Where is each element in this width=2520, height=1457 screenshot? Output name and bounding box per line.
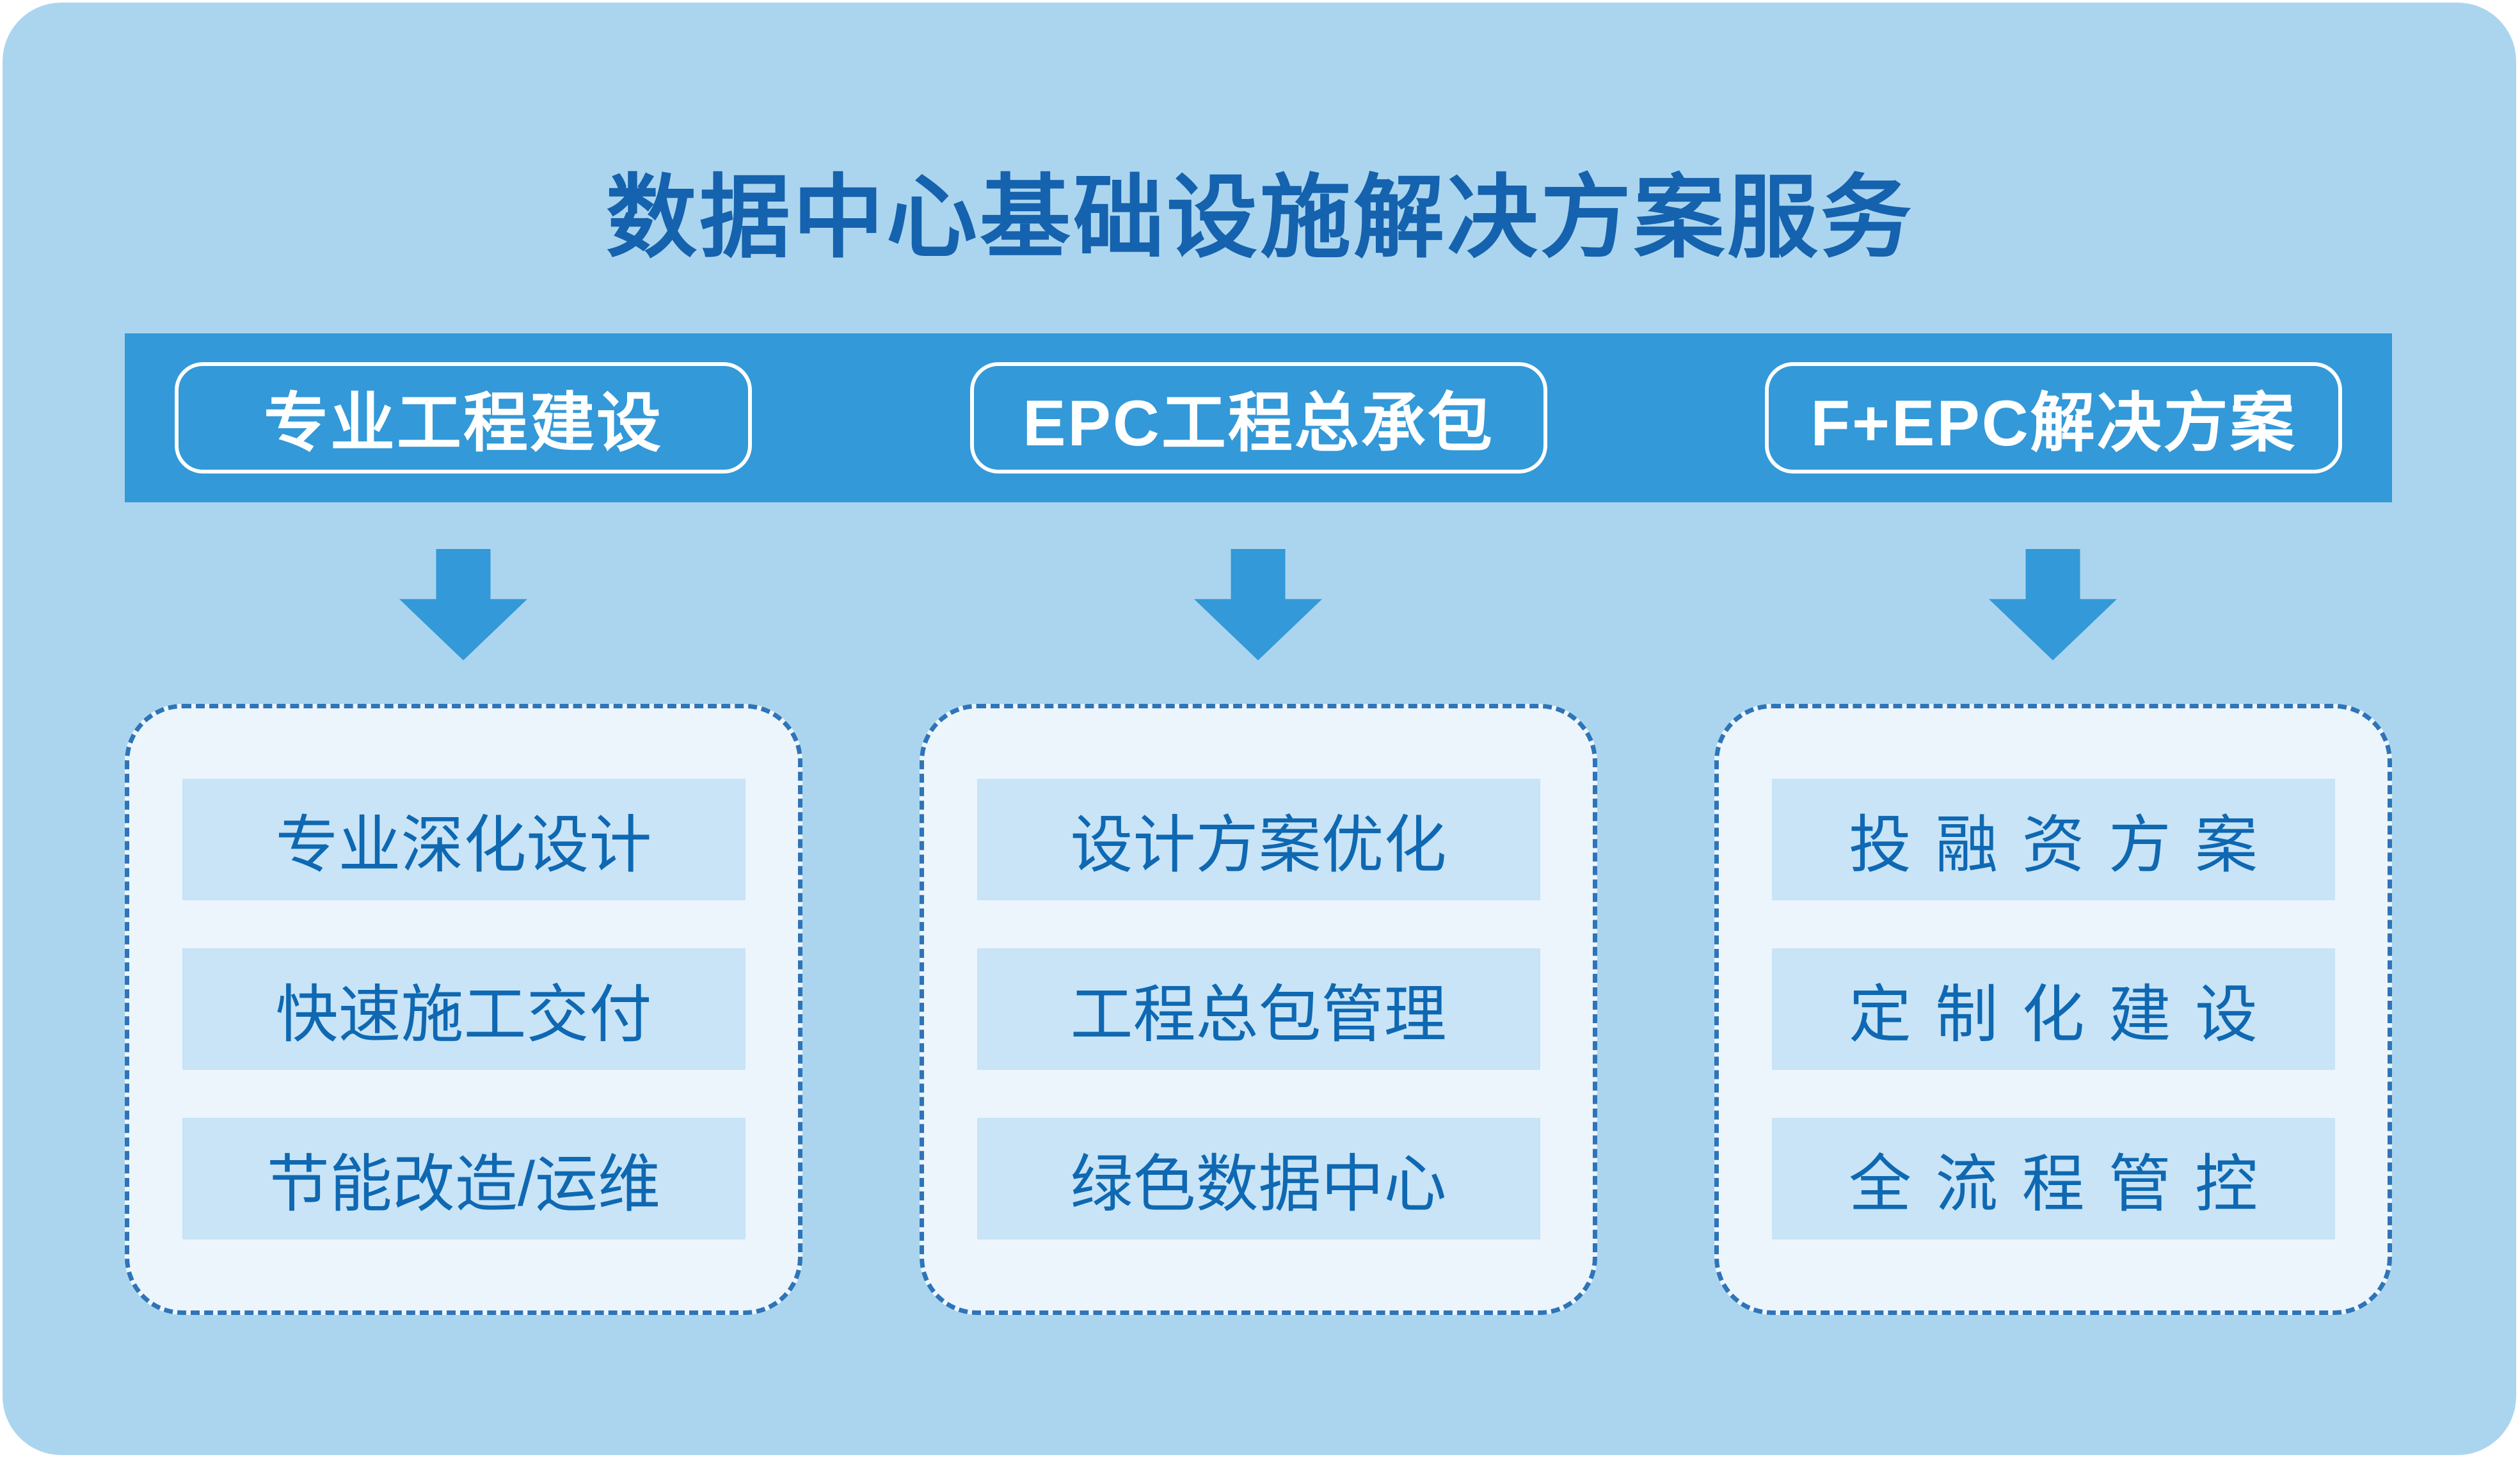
solution-panel-1: 专业深化设计 快速施工交付 节能改造/运维 [125, 704, 802, 1315]
category-pill-epc-contracting: EPC工程总承包 [969, 362, 1547, 474]
panel-item: 专业深化设计 [182, 779, 746, 900]
category-band: 专业工程建设 EPC工程总承包 F+EPC解决方案 [125, 333, 2392, 502]
solution-panel-2: 设计方案优化 工程总包管理 绿色数据中心 [920, 704, 1597, 1315]
page-title: 数据中心基础设施解决方案服务 [606, 167, 1914, 269]
panel-item: 绿色数据中心 [977, 1118, 1540, 1239]
panel-item: 节能改造/运维 [182, 1118, 746, 1239]
category-pill-professional-construction: 专业工程建设 [175, 362, 752, 474]
panel-item: 快速施工交付 [182, 948, 746, 1070]
panel-item: 设计方案优化 [977, 779, 1540, 900]
category-pill-f-epc-solution: F+EPC解决方案 [1765, 362, 2342, 474]
solution-columns: 专业深化设计 快速施工交付 节能改造/运维 设计方案优化 工程总包管理 绿色数据… [125, 704, 2392, 1315]
solution-panel-3: 投融资方案 定制化建设 全流程管控 [1714, 704, 2392, 1315]
panel-item: 全流程管控 [1771, 1118, 2335, 1239]
panel-item: 投融资方案 [1771, 779, 2335, 900]
panel-item: 定制化建设 [1771, 948, 2335, 1070]
panel-item: 工程总包管理 [977, 948, 1540, 1070]
